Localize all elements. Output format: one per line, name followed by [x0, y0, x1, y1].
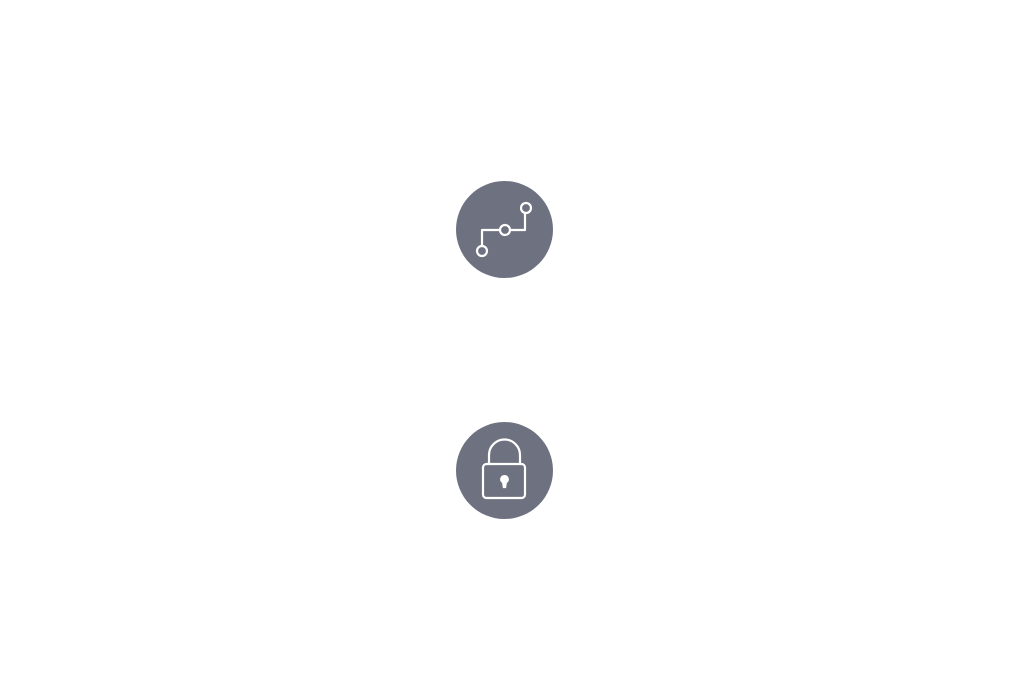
- route-badge[interactable]: [456, 181, 553, 278]
- padlock-icon: [456, 422, 553, 519]
- route-path-icon: [456, 181, 553, 278]
- lock-badge[interactable]: [456, 422, 553, 519]
